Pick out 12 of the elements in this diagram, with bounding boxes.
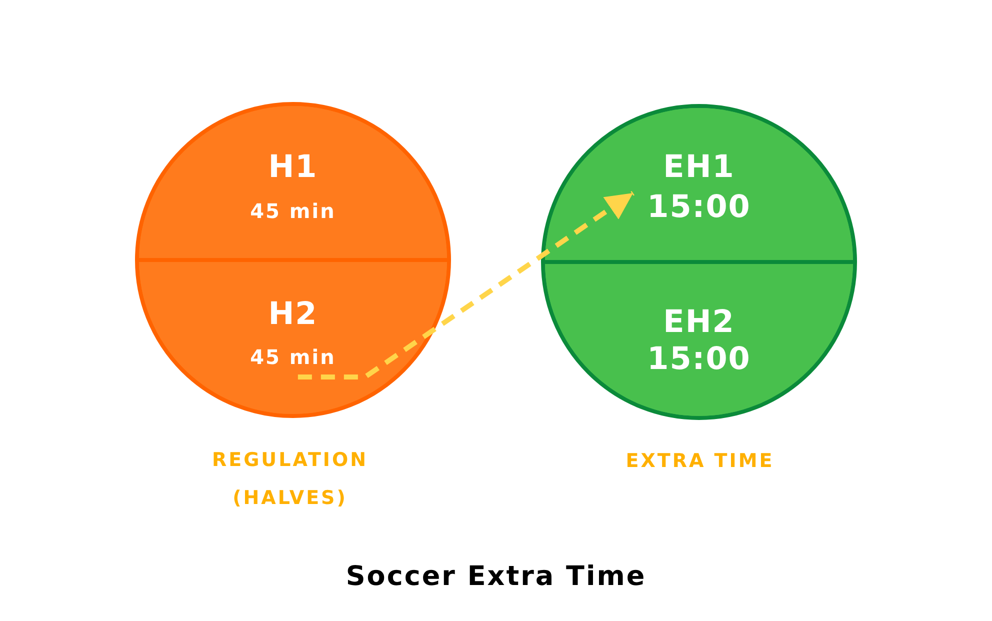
duration-label: 15:00 [647,190,751,226]
duration-label: 45 min [250,200,336,222]
duration-label: 45 min [250,346,336,368]
period-label: H1 [268,150,318,186]
duration-label: 15:00 [647,342,751,378]
period-label: H2 [268,297,318,333]
circle-caption: REGULATION (HALVES) [210,448,370,511]
diagram-caption: Soccer Extra Time [346,561,646,592]
period-label: EH2 [663,305,735,341]
period-label: EH1 [663,150,735,186]
dashed-arrow [298,190,634,380]
circle-caption: EXTRA TIME [624,449,776,474]
